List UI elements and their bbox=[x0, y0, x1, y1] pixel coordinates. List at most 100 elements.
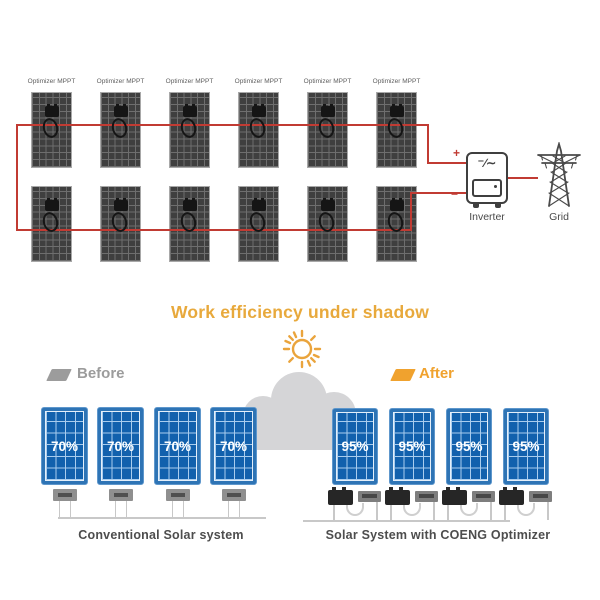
solar-panel bbox=[31, 186, 72, 262]
panel-wire bbox=[504, 505, 506, 520]
connector-cable bbox=[460, 503, 478, 516]
after-caption: Solar System with COENG Optimizer bbox=[325, 528, 551, 542]
panel-wire bbox=[238, 501, 240, 517]
panel-cells bbox=[336, 412, 374, 481]
efficiency-value: 95% bbox=[398, 439, 426, 454]
before-tag-icon bbox=[46, 369, 72, 381]
panel-wire bbox=[58, 501, 60, 517]
panel-wire bbox=[376, 502, 378, 520]
efficiency-value: 70% bbox=[163, 438, 192, 454]
efficiency-value: 70% bbox=[106, 438, 135, 454]
efficiency-value: 70% bbox=[219, 438, 248, 454]
after-label: After bbox=[419, 365, 455, 382]
optimizer-device-icon bbox=[113, 104, 128, 117]
solar-panel bbox=[100, 186, 141, 262]
string-wire-plus-drop bbox=[427, 124, 429, 164]
panel-cells bbox=[450, 412, 488, 481]
optimizer-device-icon bbox=[389, 198, 404, 211]
optimizer-device-icon bbox=[182, 198, 197, 211]
inverter-icon: ⁻∕∼ bbox=[466, 152, 508, 208]
plus-terminal-label: + bbox=[453, 146, 461, 160]
optimizer-device-icon bbox=[44, 104, 59, 117]
panel-wire bbox=[69, 501, 71, 517]
panel-wire bbox=[490, 502, 492, 520]
efficiency-value: 95% bbox=[512, 439, 540, 454]
panel-wire bbox=[447, 505, 449, 520]
junction-box bbox=[529, 491, 552, 502]
efficiency-value: 95% bbox=[455, 439, 483, 454]
panel-wire bbox=[171, 501, 173, 517]
pv-panel: 70% bbox=[210, 407, 257, 485]
optimizer-device-icon bbox=[251, 198, 266, 211]
panel-wire bbox=[182, 501, 184, 517]
minus-terminal-label: − bbox=[451, 187, 459, 201]
optimizer-box-icon bbox=[328, 487, 353, 505]
string-wire-minus-run bbox=[410, 192, 466, 194]
optimizer-cable-loop bbox=[316, 116, 336, 140]
inverter-led bbox=[494, 185, 497, 188]
solar-panel bbox=[376, 186, 417, 262]
optimizer-cable-loop bbox=[40, 116, 60, 140]
solar-panel bbox=[31, 92, 72, 168]
panel-wire bbox=[125, 501, 127, 517]
optimizer-mppt-label: Optimizer MPPT bbox=[96, 78, 145, 85]
optimizer-device-icon bbox=[182, 104, 197, 117]
junction-box bbox=[472, 491, 495, 502]
junction-box bbox=[52, 489, 77, 501]
panel-cells bbox=[214, 411, 253, 481]
dc-ac-symbol: ⁻∕∼ bbox=[477, 156, 497, 170]
panel-wire bbox=[390, 505, 392, 520]
connector-cable bbox=[346, 503, 364, 516]
optimizer-device-icon bbox=[44, 198, 59, 211]
solar-panel bbox=[376, 92, 417, 168]
optimizer-device-icon bbox=[113, 198, 128, 211]
pv-panel: 95% bbox=[503, 408, 549, 485]
optimizer-mppt-label: Optimizer MPPT bbox=[27, 78, 76, 85]
optimizer-cable-loop bbox=[385, 116, 405, 140]
string-wire-minus-rise bbox=[410, 192, 412, 231]
optimizer-device-icon bbox=[389, 104, 404, 117]
panel-wire bbox=[433, 502, 435, 520]
optimizer-mppt-label: Optimizer MPPT bbox=[234, 78, 283, 85]
optimizer-mppt-label: Optimizer MPPT bbox=[303, 78, 352, 85]
sun-icon bbox=[282, 329, 322, 369]
solar-panel bbox=[238, 92, 279, 168]
junction-box bbox=[358, 491, 381, 502]
pv-panel: 95% bbox=[332, 408, 378, 485]
panel-wire bbox=[547, 502, 549, 520]
optimizer-cable-loop bbox=[247, 116, 267, 140]
pv-panel: 95% bbox=[389, 408, 435, 485]
pv-panel: 70% bbox=[154, 407, 201, 485]
junction-box bbox=[165, 489, 190, 501]
inverter-foot bbox=[473, 203, 479, 208]
solar-panel bbox=[307, 92, 348, 168]
solar-panel bbox=[169, 186, 210, 262]
inverter-foot bbox=[495, 203, 501, 208]
pv-panel: 70% bbox=[41, 407, 88, 485]
junction-box bbox=[415, 491, 438, 502]
grid-label: Grid bbox=[549, 211, 569, 223]
cloud-icon bbox=[243, 372, 356, 450]
optimizer-device-icon bbox=[251, 104, 266, 117]
optimizer-mppt-label: Optimizer MPPT bbox=[165, 78, 214, 85]
inverter-grid-wire bbox=[508, 177, 538, 179]
string-wire-row1 bbox=[16, 124, 428, 126]
inverter-screen bbox=[472, 179, 502, 197]
optimizer-mppt-label: Optimizer MPPT bbox=[372, 78, 421, 85]
panel-cells bbox=[158, 411, 197, 481]
after-bus-wire bbox=[303, 520, 510, 522]
efficiency-value: 95% bbox=[341, 439, 369, 454]
efficiency-value: 70% bbox=[50, 438, 79, 454]
solar-panel bbox=[169, 92, 210, 168]
optimizer-box-icon bbox=[499, 487, 524, 505]
solar-panel bbox=[238, 186, 279, 262]
section-title: Work efficiency under shadow bbox=[170, 302, 430, 322]
string-wire-plus-run bbox=[427, 162, 466, 164]
after-tag-icon bbox=[390, 369, 416, 381]
optimizer-cable-loop bbox=[109, 116, 129, 140]
optimizer-cable-loop bbox=[178, 116, 198, 140]
solar-panel bbox=[307, 186, 348, 262]
panel-wire bbox=[227, 501, 229, 517]
before-caption: Conventional Solar system bbox=[78, 528, 244, 542]
